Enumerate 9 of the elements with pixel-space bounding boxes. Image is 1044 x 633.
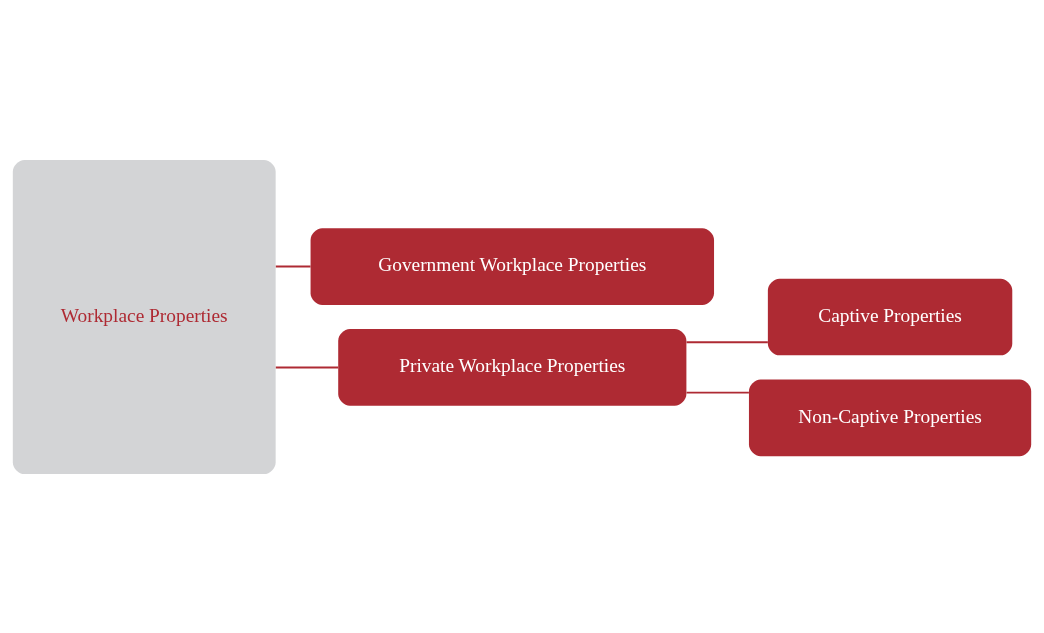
node-box: Non-Captive Properties <box>748 379 1032 456</box>
node-box: Captive Properties <box>767 278 1013 355</box>
connector <box>685 391 750 394</box>
connector <box>274 365 340 368</box>
node-box: Private Workplace Properties <box>338 328 687 406</box>
connector <box>685 340 769 343</box>
node-box: Workplace Properties <box>12 159 276 474</box>
node-box: Government Workplace Properties <box>310 227 715 305</box>
connector <box>274 265 312 268</box>
